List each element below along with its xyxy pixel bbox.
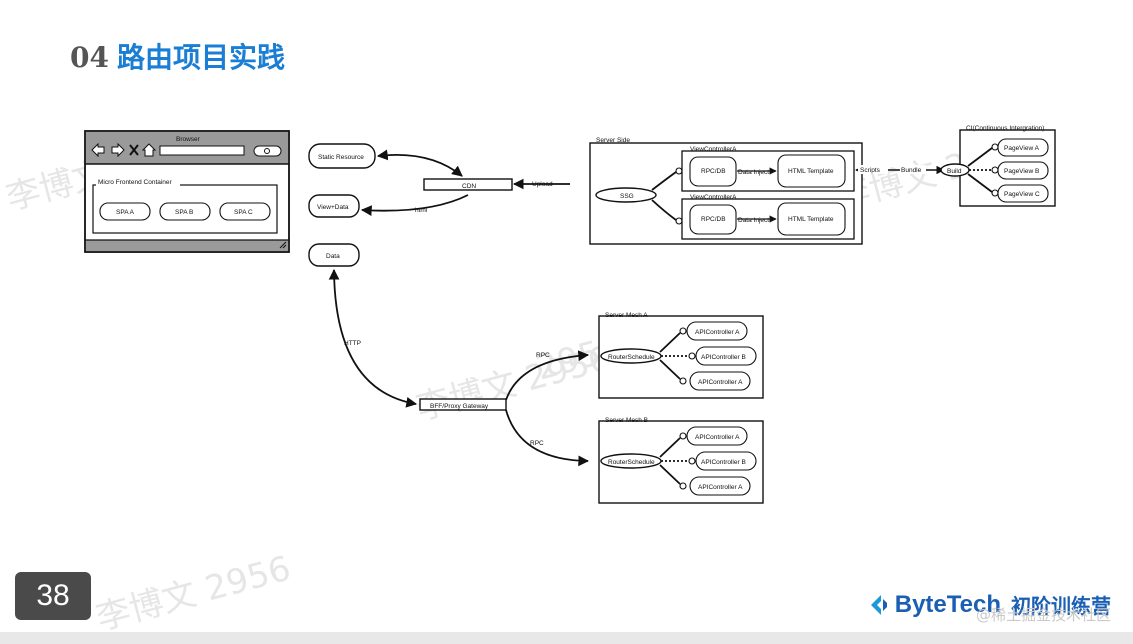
html-label: html [415, 207, 428, 214]
watermark-4: 李博文 2956 [92, 548, 295, 638]
cdn-node: CDN [462, 183, 476, 190]
page-view-b: PageView B [1004, 168, 1039, 175]
browser-title: Browser [176, 136, 201, 143]
data-inject-2: Data Inject [738, 217, 769, 224]
mesh-a-router: RouterSchedule [608, 354, 655, 361]
forward-arrow-icon [111, 142, 125, 158]
bundle-label: Bundle [901, 167, 922, 174]
juejin-watermark: @稀土掘金技术社区 [975, 606, 1111, 624]
data-node: Data [326, 253, 340, 260]
bytetech-logo-icon [870, 594, 887, 615]
html-template-1: HTML Template [788, 168, 834, 175]
static-resource-node: Static Resource [318, 154, 364, 161]
section-number: 04 [70, 41, 109, 74]
view-controller-a-1: ViewControllerA [690, 146, 737, 153]
upload-label: Upload [532, 181, 553, 188]
html-template-2: HTML Template [788, 216, 834, 223]
mesh-b-api-3: APIController A [698, 484, 743, 491]
view-data-node: View+Data [317, 204, 349, 211]
scripts-label: Scripts [860, 167, 881, 174]
spa-b: SPA B [175, 209, 193, 216]
rpc-db-1: RPC/DB [701, 168, 726, 175]
page-view-a: PageView A [1004, 145, 1040, 152]
section-title: 路由项目实践 [116, 41, 285, 74]
browser-window: Browser Micro Frontend Container SPA A S… [84, 130, 290, 253]
container-label: Micro Frontend Container [98, 179, 173, 186]
rpc-label-1: RPC [536, 352, 550, 359]
bff-gateway-node: BFF/Proxy Gateway [430, 403, 489, 410]
view-controller-a-2: ViewControllerA [690, 194, 737, 201]
mesh-a-api-1: APIController A [695, 329, 740, 336]
spa-c: SPA C [234, 209, 253, 216]
spa-a: SPA A [116, 209, 135, 216]
page-view-c: PageView C [1004, 191, 1040, 198]
brand-course: 初阶训练营 [1011, 594, 1111, 618]
search-icon [264, 148, 270, 154]
mesh-b-label: Server Mesh B [605, 417, 648, 424]
data-inject-1: Data Inject [738, 169, 769, 176]
server-side-label: Server Side [596, 137, 630, 144]
resize-icon [279, 241, 287, 249]
mesh-b-api-1: APIController A [695, 434, 740, 441]
http-label: HTTP [344, 340, 361, 347]
bytetech-brand: ByteTech 初阶训练营 [869, 590, 1111, 619]
build-node: Build [947, 168, 962, 175]
rpc-db-2: RPC/DB [701, 216, 726, 223]
home-icon [141, 143, 157, 157]
back-arrow-icon [91, 142, 105, 158]
brand-name: ByteTech [894, 590, 1001, 618]
ssg-node: SSG [620, 193, 634, 200]
close-icon [129, 144, 139, 156]
mesh-b-router: RouterSchedule [608, 459, 655, 466]
mesh-a-label: Server Mesh A [605, 312, 648, 319]
page-number-badge: 38 [15, 572, 91, 620]
ci-label: CI(Continuous Intergration) [966, 125, 1044, 132]
footer-bar [0, 632, 1133, 644]
rpc-label-2: RPC [530, 440, 544, 447]
mesh-a-api-2: APIController B [701, 354, 746, 361]
mesh-a-api-3: APIController A [698, 379, 743, 386]
address-bar [159, 145, 245, 156]
mesh-b-api-2: APIController B [701, 459, 746, 466]
